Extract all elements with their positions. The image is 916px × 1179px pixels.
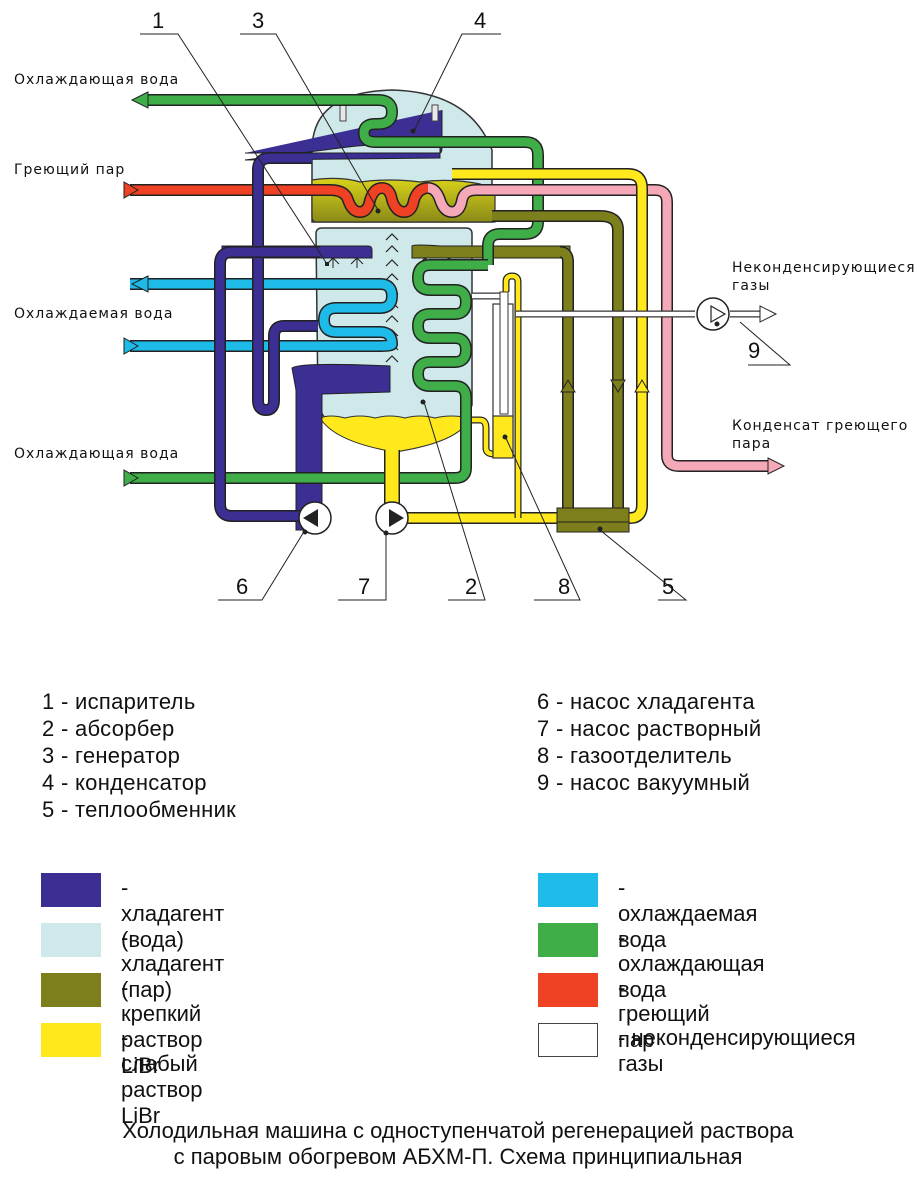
caption-line-1: Холодильная машина с одноступенчатой рег… (122, 1118, 794, 1143)
label-noncondensable-gases-1: Неконденсирующиеся (732, 260, 916, 276)
arrow-chilled-water-out (130, 275, 149, 293)
legend-item: - слабый раствор LiBr (41, 1023, 202, 1128)
legend-swatch (41, 923, 101, 957)
callout-3: 3 (252, 8, 264, 33)
label-chilled-water: Охлаждаемая вода (14, 306, 173, 322)
component-key-item: 7 - насос растворный (537, 716, 762, 741)
legend-label: - неконденсирующиеся газы (618, 1025, 856, 1076)
callout-7: 7 (358, 574, 370, 599)
solution-pump (375, 501, 409, 535)
legend-item: - охлаждаемая вода (538, 873, 757, 952)
component-key-item: 4 - конденсатор (42, 770, 207, 795)
component-key-item: 5 - теплообменник (42, 797, 237, 822)
baffle-right (431, 104, 439, 122)
absorption-chiller-diagram: 1 3 4 6 7 2 8 5 9 Охлаждающая вода Греющ… (14, 8, 916, 601)
component-key-item: 2 - абсорбер (42, 716, 175, 741)
gas-separator (492, 291, 514, 459)
arrow-noncondensable-out (759, 305, 778, 323)
legend-item: - греющий пар (538, 973, 710, 1052)
arrow-cooling-water-out (130, 91, 149, 109)
label-heating-steam: Греющий пар (14, 162, 125, 178)
legend-item: - крепкий раствор LiBr (41, 973, 202, 1078)
heat-exchanger (556, 507, 630, 533)
flow-direction-markers (560, 379, 650, 393)
legend-swatch (41, 1023, 101, 1057)
refrigerant-pump (298, 501, 332, 535)
callout-4: 4 (474, 8, 486, 33)
legend-item: - неконденсирующиеся газы (538, 1023, 888, 1083)
label-noncondensable-gases-2: газы (732, 278, 770, 294)
label-steam-condensate-1: Конденсат греющего (732, 418, 908, 434)
legend-swatch (41, 973, 101, 1007)
callout-dots (302, 128, 720, 536)
baffle-left (339, 104, 347, 122)
label-cooling-water-inlet: Охлаждающая вода (14, 446, 179, 462)
component-key-item: 8 - газоотделитель (537, 743, 732, 768)
pipe-end-arrows (123, 91, 786, 487)
component-key-left: 1 - испаритель 2 - абсорбер 3 - генерато… (42, 688, 236, 823)
caption-line-2: с паровым обогревом АБХМ-П. Схема принци… (173, 1144, 743, 1169)
label-steam-condensate-2: пара (732, 436, 771, 452)
callout-leaders (140, 33, 792, 601)
legend-label: - крепкий раствор LiBr (121, 975, 203, 1078)
component-key-right: 6 - насос хладагента 7 - насос растворны… (537, 688, 761, 796)
callout-6: 6 (236, 574, 248, 599)
callout-8: 8 (558, 574, 570, 599)
legend-label: - охлаждаемая вода (618, 875, 758, 952)
legend-swatch (538, 873, 598, 907)
legend-swatch (41, 873, 101, 907)
component-key-item: 9 - насос вакуумный (537, 770, 751, 795)
legend-label: - слабый раствор LiBr (121, 1025, 203, 1128)
legend-item: - хладагент (вода) (41, 873, 224, 952)
arrow-heating-steam-in (123, 181, 140, 199)
callout-5: 5 (662, 574, 674, 599)
component-key-item: 3 - генератор (42, 743, 181, 768)
legend-label: - хладагент (пар) (121, 925, 225, 1002)
absorber-sump (319, 415, 471, 453)
legend-item: - хладагент (пар) (41, 923, 224, 1002)
legend-swatch (538, 973, 598, 1007)
legend-item: - охлаждающая вода (538, 923, 765, 1002)
arrow-condensate-out (767, 457, 786, 475)
legend-label: - охлаждающая вода (618, 925, 765, 1002)
arrow-chilled-water-in (123, 337, 140, 355)
arrow-cooling-water-in (123, 469, 140, 487)
label-cooling-water-outlet: Охлаждающая вода (14, 72, 179, 88)
figure-caption: Холодильная машина с одноступенчатой рег… (0, 1118, 916, 1170)
component-key-item: 1 - испаритель (42, 689, 196, 714)
vacuum-pump (696, 297, 730, 331)
legend-swatch (538, 1023, 598, 1057)
callout-1: 1 (152, 8, 164, 33)
component-key-item: 6 - насос хладагента (537, 689, 755, 714)
legend-label: - хладагент (вода) (121, 875, 225, 952)
callout-2: 2 (465, 574, 477, 599)
legend-swatch (538, 923, 598, 957)
legend-label: - греющий пар (618, 975, 710, 1052)
callout-9: 9 (748, 338, 760, 363)
